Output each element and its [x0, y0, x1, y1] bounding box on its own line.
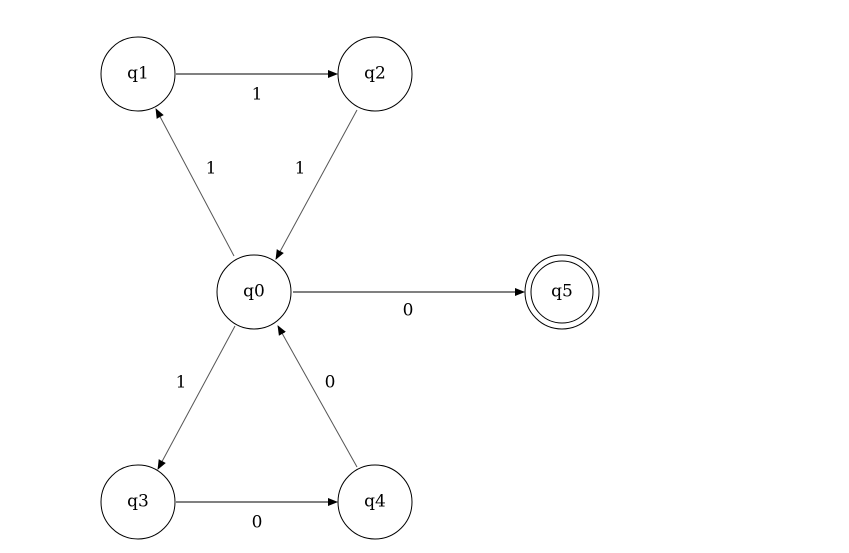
- state-label: q3: [127, 492, 149, 512]
- state-q3[interactable]: q3: [100, 464, 176, 540]
- edge-label-q0-q5: 0: [403, 301, 414, 321]
- edge-label-q3-q4: 0: [252, 513, 263, 533]
- state-label: q4: [364, 492, 386, 512]
- state-q0[interactable]: q0: [216, 254, 292, 330]
- state-label: q5: [551, 282, 573, 302]
- state-label: q0: [243, 282, 265, 302]
- accepting-ring: [530, 260, 594, 324]
- edge-label-q2-q0: 1: [295, 159, 306, 179]
- state-q5[interactable]: q5: [524, 254, 600, 330]
- edge-q4-q0: [277, 325, 358, 468]
- edge-q2-q0: [275, 109, 358, 260]
- edge-label-q1-q2: 1: [252, 85, 263, 105]
- edge-label-q4-q0: 0: [325, 373, 336, 393]
- edge-q0-q1: [155, 108, 235, 257]
- edge-q0-q3: [157, 325, 236, 470]
- state-label: q2: [364, 64, 386, 84]
- state-label: q1: [127, 64, 149, 84]
- edge-label-q0-q3: 1: [176, 373, 187, 393]
- edge-label-q0-q1: 1: [206, 159, 217, 179]
- state-q1[interactable]: q1: [100, 36, 176, 112]
- state-q4[interactable]: q4: [337, 464, 413, 540]
- state-q2[interactable]: q2: [337, 36, 413, 112]
